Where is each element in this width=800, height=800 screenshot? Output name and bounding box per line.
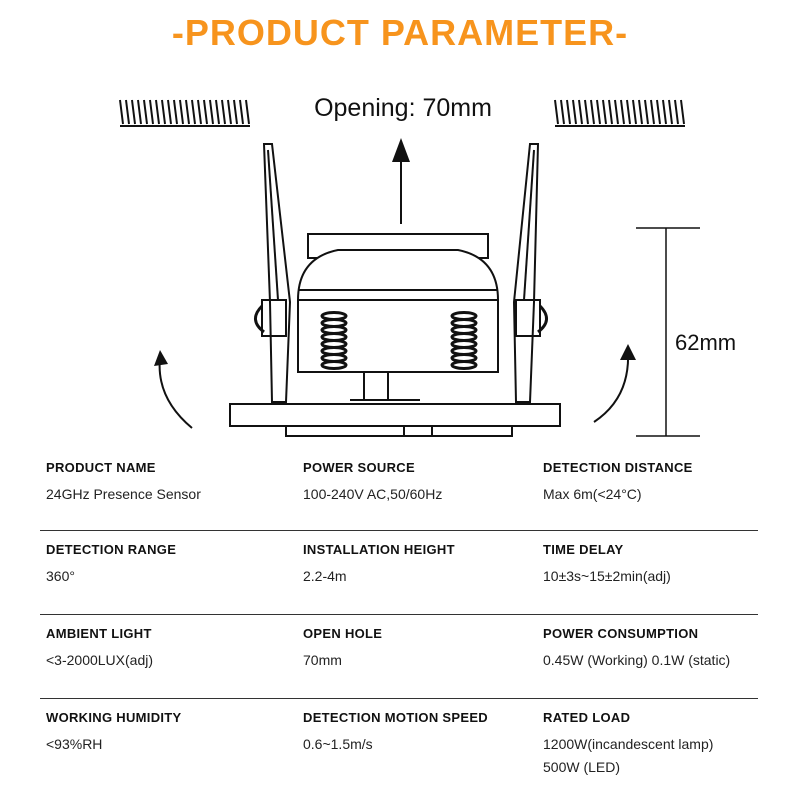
spec-cell: POWER CONSUMPTION 0.45W (Working) 0.1W (s… (543, 626, 730, 672)
spec-cell: RATED LOAD 1200W(incandescent lamp) 500W (… (543, 710, 713, 779)
spec-label: DETECTION RANGE (46, 542, 177, 557)
spec-cell: INSTALLATION HEIGHT 2.2-4m (303, 542, 455, 588)
spec-label: INSTALLATION HEIGHT (303, 542, 455, 557)
spec-row: WORKING HUMIDITY <93%RH DETECTION MOTION S… (40, 710, 758, 790)
installation-diagram: Opening: 70mm (119, 94, 736, 437)
spec-label: POWER SOURCE (303, 460, 415, 475)
spec-cell: WORKING HUMIDITY <93%RH (46, 710, 182, 756)
flange-plate (229, 403, 561, 437)
rotate-arrow-right-icon (593, 344, 636, 423)
spec-value: <93%RH (46, 736, 103, 752)
height-dimension (636, 227, 700, 437)
spec-cell: DETECTION RANGE 360° (46, 542, 176, 588)
spec-value: 360° (46, 568, 75, 584)
ceiling-hatch-right (554, 99, 685, 127)
rotate-arrow-left-icon (154, 350, 193, 429)
spec-row: AMBIENT LIGHT <3-2000LUX(adj) OPEN HOLE 70m… (40, 626, 758, 699)
spec-value: <3-2000LUX(adj) (46, 652, 154, 668)
height-label: 62mm (675, 330, 736, 355)
spec-cell: DETECTION DISTANCE Max 6m(<24°C) (543, 460, 693, 506)
spec-value: 1200W(incandescent lamp) (543, 736, 714, 752)
spec-value: 0.45W (Working) 0.1W (static) (543, 652, 731, 668)
spec-value: Max 6m(<24°C) (543, 486, 642, 502)
ceiling-hatch-left (119, 99, 250, 127)
spec-label: RATED LOAD (543, 710, 631, 725)
coil-spring-left (320, 311, 348, 370)
spec-label: POWER CONSUMPTION (543, 626, 699, 641)
spec-label: OPEN HOLE (303, 626, 383, 641)
spec-value: 500W (LED) (543, 759, 621, 775)
spec-value: 100-240V AC,50/60Hz (303, 486, 443, 502)
spec-cell: AMBIENT LIGHT <3-2000LUX(adj) (46, 626, 153, 672)
page-title: -PRODUCT PARAMETER- (171, 12, 629, 53)
spring-clip-left (254, 143, 292, 403)
spec-cell: PRODUCT NAME 24GHz Presence Sensor (46, 460, 201, 506)
spec-value: 10±3s~15±2min(adj) (543, 568, 671, 584)
spec-value: 70mm (303, 652, 342, 668)
spec-label: PRODUCT NAME (46, 460, 156, 475)
spec-cell: DETECTION MOTION SPEED 0.6~1.5m/s (303, 710, 488, 756)
spring-clip-right (512, 143, 548, 403)
spec-label: DETECTION MOTION SPEED (303, 710, 489, 725)
spec-row: DETECTION RANGE 360° INSTALLATION HEIGHT 2.… (40, 542, 758, 615)
sensor-body (296, 233, 500, 401)
spec-label: TIME DELAY (543, 542, 624, 557)
spec-label: DETECTION DISTANCE (543, 460, 693, 475)
spec-row: PRODUCT NAME 24GHz Presence Sensor POWER S… (40, 460, 758, 531)
spec-cell: TIME DELAY 10±3s~15±2min(adj) (543, 542, 671, 588)
coil-spring-right (450, 311, 478, 370)
opening-label: Opening: 70mm (314, 94, 492, 122)
spec-cell: POWER SOURCE 100-240V AC,50/60Hz (303, 460, 442, 506)
up-arrow-icon (392, 138, 410, 224)
spec-value: 0.6~1.5m/s (303, 736, 373, 752)
spec-label: AMBIENT LIGHT (46, 626, 152, 641)
spec-cell: OPEN HOLE 70mm (303, 626, 382, 672)
spec-label: WORKING HUMIDITY (46, 710, 182, 725)
spec-value: 24GHz Presence Sensor (46, 486, 201, 502)
spec-value: 2.2-4m (303, 568, 347, 584)
